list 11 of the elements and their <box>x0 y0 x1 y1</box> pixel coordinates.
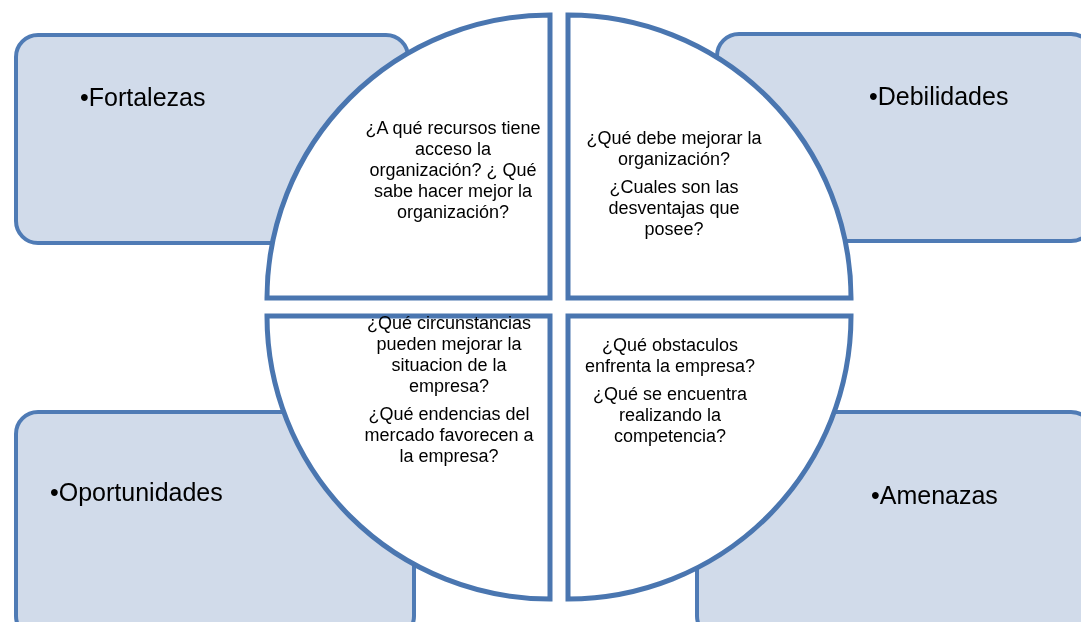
question-text: ¿Qué se encuentra realizando la competencia? <box>591 384 749 447</box>
category-title: •Oportunidades <box>50 478 223 507</box>
question-text: ¿Qué circunstancias pueden mejorar la situacion de la empresa? <box>365 313 533 397</box>
question-text: ¿Qué endencias del mercado favorecen a la empresa? <box>363 404 535 467</box>
category-title: •Fortalezas <box>80 83 206 112</box>
question-text: ¿Qué debe mejorar la organización? <box>585 128 763 170</box>
question-text: ¿Qué obstaculos enfrenta la empresa? <box>583 335 757 377</box>
category-title: •Debilidades <box>869 82 1009 111</box>
question-text: ¿Cuales son las desventajas que posee? <box>607 177 741 240</box>
question-text: ¿A qué recursos tiene acceso la organización? ¿ Qué sabe hacer mejor la organización? <box>364 118 542 223</box>
category-title: •Amenazas <box>871 481 998 510</box>
